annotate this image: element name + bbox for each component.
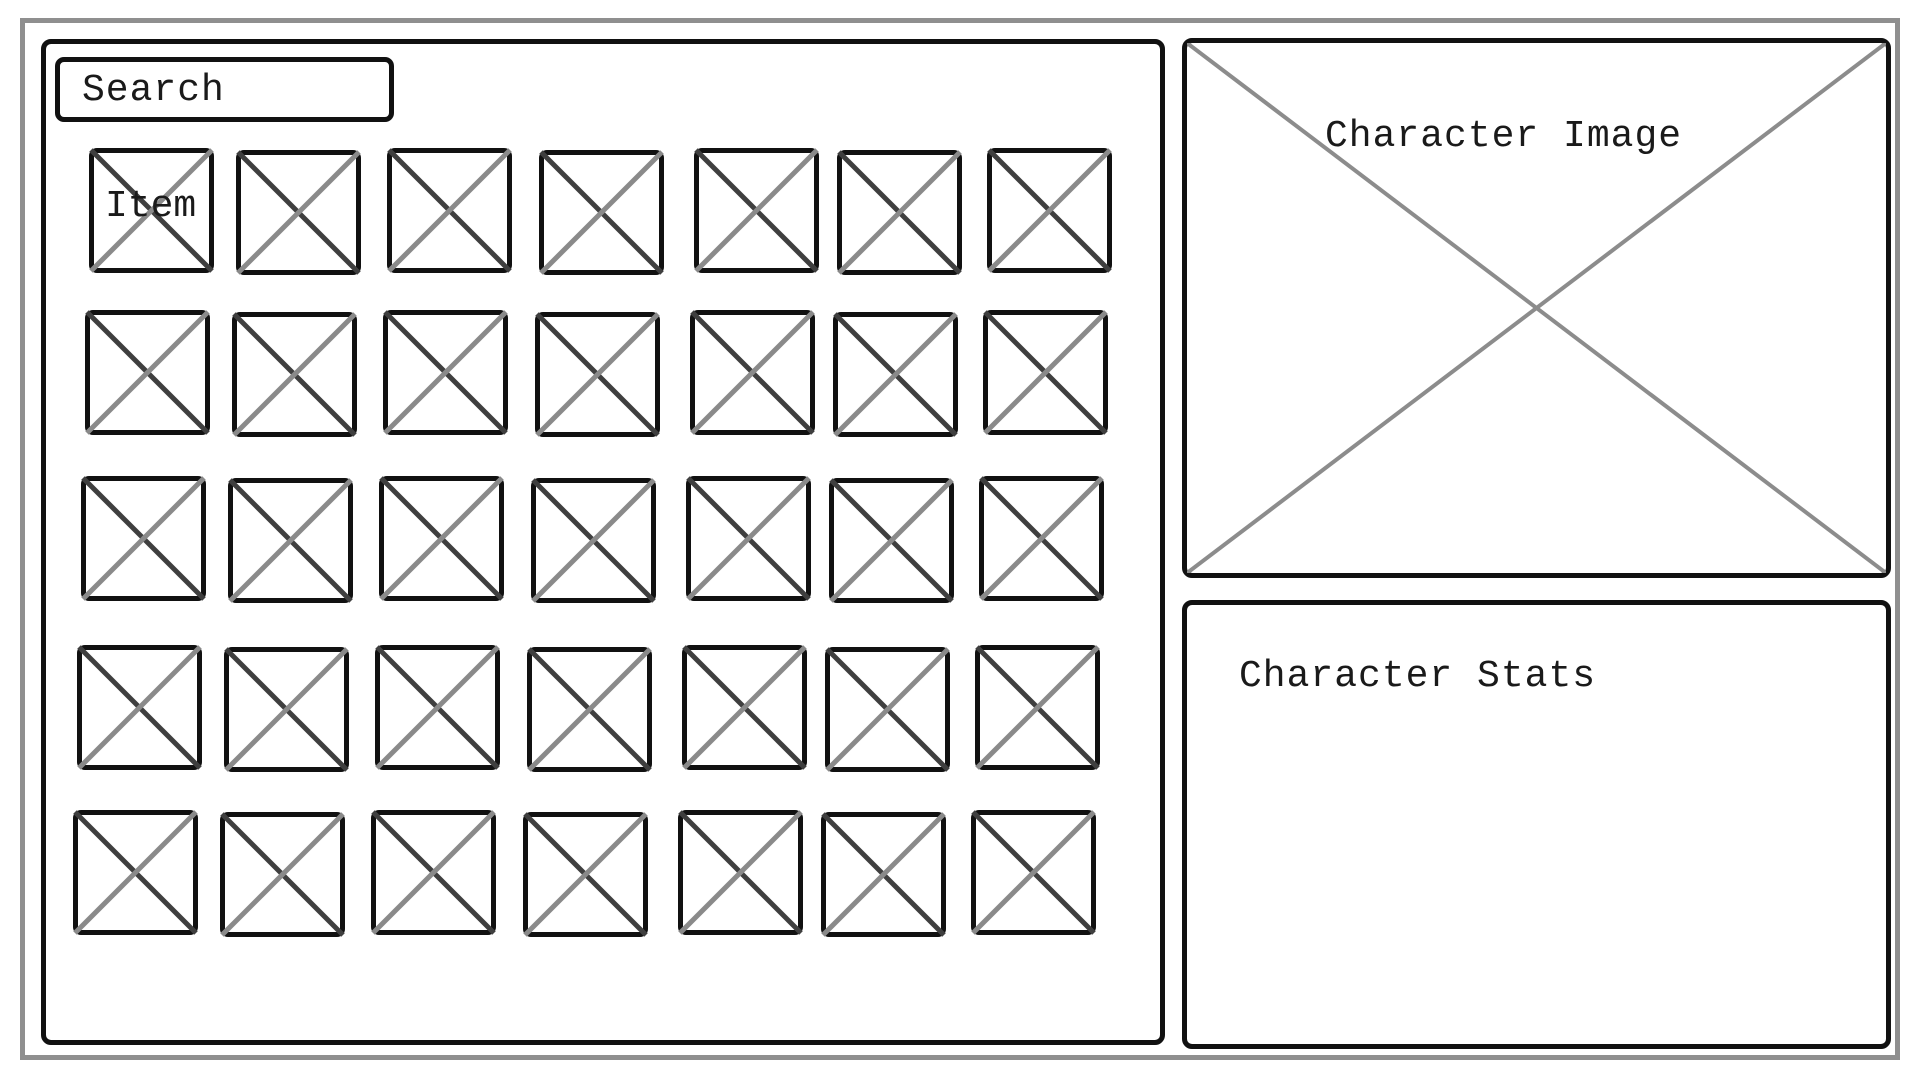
image-placeholder-icon <box>379 476 504 601</box>
inventory-slot[interactable] <box>531 478 656 603</box>
inventory-slot[interactable] <box>535 312 660 437</box>
inventory-slot[interactable] <box>975 645 1100 770</box>
image-placeholder-icon <box>837 150 962 275</box>
inventory-slot[interactable] <box>821 812 946 937</box>
image-placeholder-icon <box>527 647 652 772</box>
image-placeholder-icon <box>77 645 202 770</box>
image-placeholder-icon <box>220 812 345 937</box>
inventory-slot[interactable] <box>829 478 954 603</box>
inventory-slot[interactable] <box>678 810 803 935</box>
image-placeholder-icon <box>975 645 1100 770</box>
image-placeholder-icon <box>829 478 954 603</box>
inventory-slot[interactable] <box>379 476 504 601</box>
image-placeholder-icon <box>224 647 349 772</box>
inventory-slot[interactable] <box>837 150 962 275</box>
inventory-slot[interactable] <box>371 810 496 935</box>
image-placeholder-icon <box>971 810 1096 935</box>
image-placeholder-icon <box>85 310 210 435</box>
inventory-slot[interactable] <box>825 647 950 772</box>
inventory-slot[interactable] <box>694 148 819 273</box>
inventory-slot[interactable] <box>682 645 807 770</box>
inventory-slot[interactable] <box>224 647 349 772</box>
image-placeholder-icon <box>682 645 807 770</box>
image-placeholder-icon <box>383 310 508 435</box>
image-placeholder-icon <box>73 810 198 935</box>
image-placeholder-icon <box>236 150 361 275</box>
inventory-slot[interactable] <box>690 310 815 435</box>
inventory-slot[interactable]: Item <box>89 148 214 273</box>
image-placeholder-icon <box>371 810 496 935</box>
image-placeholder-icon <box>821 812 946 937</box>
inventory-slot[interactable] <box>73 810 198 935</box>
image-placeholder-icon <box>375 645 500 770</box>
character-stats-label: Character Stats <box>1239 655 1597 698</box>
inventory-slot[interactable] <box>527 647 652 772</box>
inventory-slot[interactable] <box>686 476 811 601</box>
inventory-slot[interactable] <box>539 150 664 275</box>
app-frame <box>20 18 1900 1060</box>
character-image-label: Character Image <box>1325 115 1683 158</box>
image-placeholder-icon <box>535 312 660 437</box>
image-placeholder-icon <box>694 148 819 273</box>
item-label: Item <box>105 185 197 228</box>
inventory-slot[interactable] <box>228 478 353 603</box>
search-placeholder: Search <box>82 69 225 112</box>
inventory-slot[interactable] <box>232 312 357 437</box>
inventory-slot[interactable] <box>979 476 1104 601</box>
image-placeholder-icon <box>825 647 950 772</box>
image-placeholder-icon <box>81 476 206 601</box>
inventory-slot[interactable] <box>971 810 1096 935</box>
inventory-slot[interactable] <box>387 148 512 273</box>
inventory-slot[interactable] <box>383 310 508 435</box>
character-image-panel: Character Image <box>1182 38 1891 578</box>
inventory-slot[interactable] <box>77 645 202 770</box>
image-placeholder-icon <box>539 150 664 275</box>
image-placeholder-icon <box>531 478 656 603</box>
image-placeholder-icon <box>983 310 1108 435</box>
inventory-slot[interactable] <box>236 150 361 275</box>
image-placeholder-icon <box>686 476 811 601</box>
image-placeholder-icon <box>678 810 803 935</box>
character-stats-panel: Character Stats <box>1182 600 1891 1049</box>
inventory-slot[interactable] <box>523 812 648 937</box>
inventory-slot[interactable] <box>987 148 1112 273</box>
image-placeholder-icon <box>690 310 815 435</box>
inventory-slot[interactable] <box>220 812 345 937</box>
search-input[interactable]: Search <box>55 57 394 122</box>
inventory-slot[interactable] <box>85 310 210 435</box>
image-placeholder-icon <box>987 148 1112 273</box>
inventory-slot[interactable] <box>983 310 1108 435</box>
inventory-slot[interactable] <box>81 476 206 601</box>
image-placeholder-icon <box>232 312 357 437</box>
image-placeholder-icon <box>523 812 648 937</box>
inventory-slot[interactable] <box>833 312 958 437</box>
image-placeholder-icon <box>1187 43 1886 573</box>
image-placeholder-icon <box>833 312 958 437</box>
image-placeholder-icon <box>387 148 512 273</box>
image-placeholder-icon <box>228 478 353 603</box>
inventory-slot[interactable] <box>375 645 500 770</box>
image-placeholder-icon <box>89 148 214 273</box>
image-placeholder-icon <box>979 476 1104 601</box>
